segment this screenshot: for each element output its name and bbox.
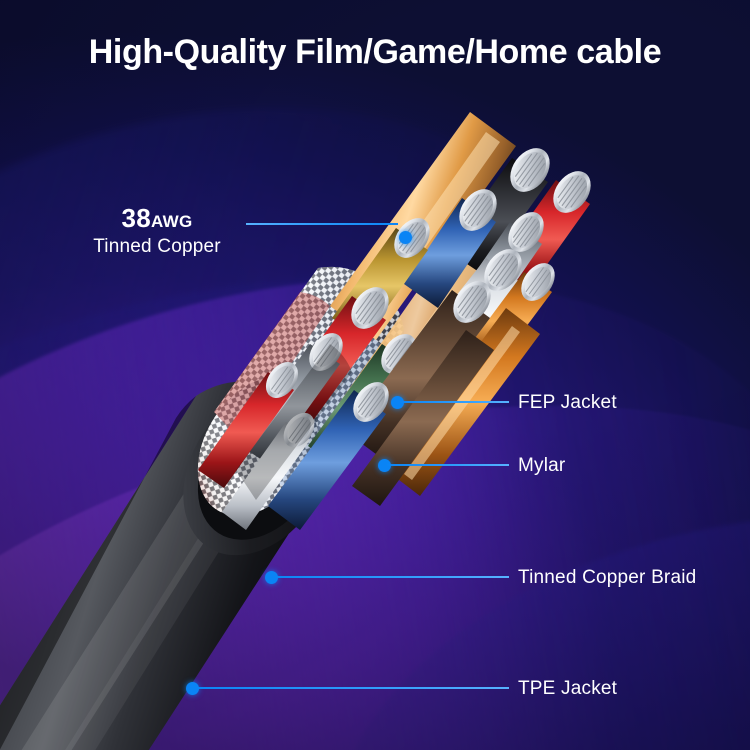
bundle-shadow bbox=[236, 344, 352, 500]
wire-white-2 bbox=[222, 412, 315, 530]
wire-red-3 bbox=[198, 361, 299, 488]
tpe-leader-line bbox=[194, 687, 509, 689]
awg-label-group: 38AWG Tinned Copper bbox=[72, 203, 242, 258]
awg-sublabel: Tinned Copper bbox=[93, 236, 221, 257]
braid-leader-line bbox=[273, 576, 509, 578]
mylar-label: Mylar bbox=[518, 455, 566, 476]
awg-value: 38 bbox=[121, 203, 151, 233]
awg-unit: AWG bbox=[151, 212, 193, 231]
awg-leader-dot bbox=[399, 231, 412, 244]
awg-value-line: 38AWG bbox=[72, 203, 242, 234]
awg-leader-line bbox=[246, 223, 398, 225]
wire-blue-1 bbox=[404, 189, 497, 308]
mylar-leader-line bbox=[386, 464, 509, 466]
tpe-label: TPE Jacket bbox=[518, 678, 618, 699]
fep-leader-dot bbox=[391, 396, 404, 409]
wire-blue-2 bbox=[268, 382, 389, 530]
braid-label: Tinned Copper Braid bbox=[518, 567, 697, 588]
wire-grey-2 bbox=[238, 333, 343, 464]
tpe-leader-dot bbox=[186, 682, 199, 695]
fep-label: FEP Jacket bbox=[518, 392, 617, 413]
page-title: High-Quality Film/Game/Home cable bbox=[88, 33, 662, 71]
mylar-leader-dot bbox=[378, 459, 391, 472]
fep-leader-line bbox=[399, 401, 509, 403]
braid-leader-dot bbox=[265, 571, 278, 584]
